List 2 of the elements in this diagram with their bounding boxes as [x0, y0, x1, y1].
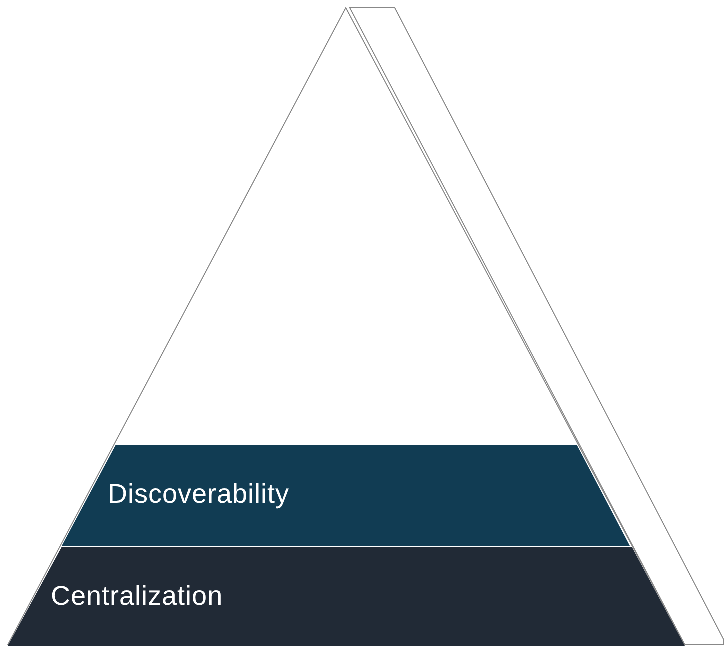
- tier-label: Discoverability: [108, 479, 290, 510]
- tier-label: Centralization: [51, 581, 224, 612]
